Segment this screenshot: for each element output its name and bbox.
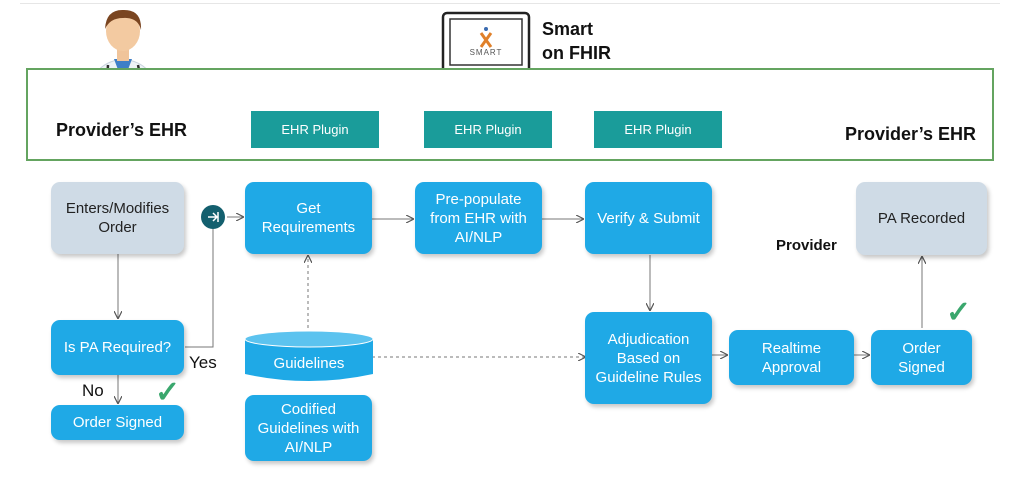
smart-on-fhir-title: Smart on FHIR bbox=[542, 17, 611, 65]
guidelines-label: Guidelines bbox=[273, 355, 345, 372]
order-signed-right-box: Order Signed bbox=[871, 330, 972, 385]
ehr-plugin-button-3[interactable]: EHR Plugin bbox=[594, 111, 722, 148]
order-signed-left-box: Order Signed bbox=[51, 405, 184, 440]
realtime-approval-box: Realtime Approval bbox=[729, 330, 854, 385]
prepopulate-box: Pre-populate from EHR with AI/NLP bbox=[415, 182, 542, 254]
smart-title-line1: Smart bbox=[542, 19, 594, 39]
adjudication-box: Adjudication Based on Guideline Rules bbox=[585, 312, 712, 404]
codified-guidelines-box: Codified Guidelines with AI/NLP bbox=[245, 395, 372, 461]
guidelines-database-icon bbox=[244, 330, 374, 381]
enters-modifies-order-box: Enters/Modifies Order bbox=[51, 182, 184, 254]
check-icon-left: ✓ bbox=[155, 376, 181, 409]
smart-title-line2: on FHIR bbox=[542, 43, 611, 63]
get-requirements-box: Get Requirements bbox=[245, 182, 372, 254]
smart-logo-text: SMART bbox=[469, 48, 503, 57]
provider-label: Provider bbox=[776, 237, 837, 254]
no-label: No bbox=[82, 381, 104, 400]
monitor-icon bbox=[441, 11, 531, 92]
ehr-label-left: Provider’s EHR bbox=[56, 120, 188, 140]
check-icon-right: ✓ bbox=[946, 296, 972, 329]
top-divider bbox=[20, 3, 1000, 4]
ehr-plugin-button-2[interactable]: EHR Plugin bbox=[424, 111, 552, 148]
arrow-pa-yes bbox=[185, 217, 214, 348]
is-pa-required-box: Is PA Required? bbox=[51, 320, 184, 375]
yes-label: Yes bbox=[189, 353, 217, 372]
pa-recorded-box: PA Recorded bbox=[856, 182, 987, 255]
verify-submit-box: Verify & Submit bbox=[585, 182, 712, 254]
ehr-label-right: Provider’s EHR bbox=[845, 124, 977, 144]
ehr-plugin-button-1[interactable]: EHR Plugin bbox=[251, 111, 379, 148]
